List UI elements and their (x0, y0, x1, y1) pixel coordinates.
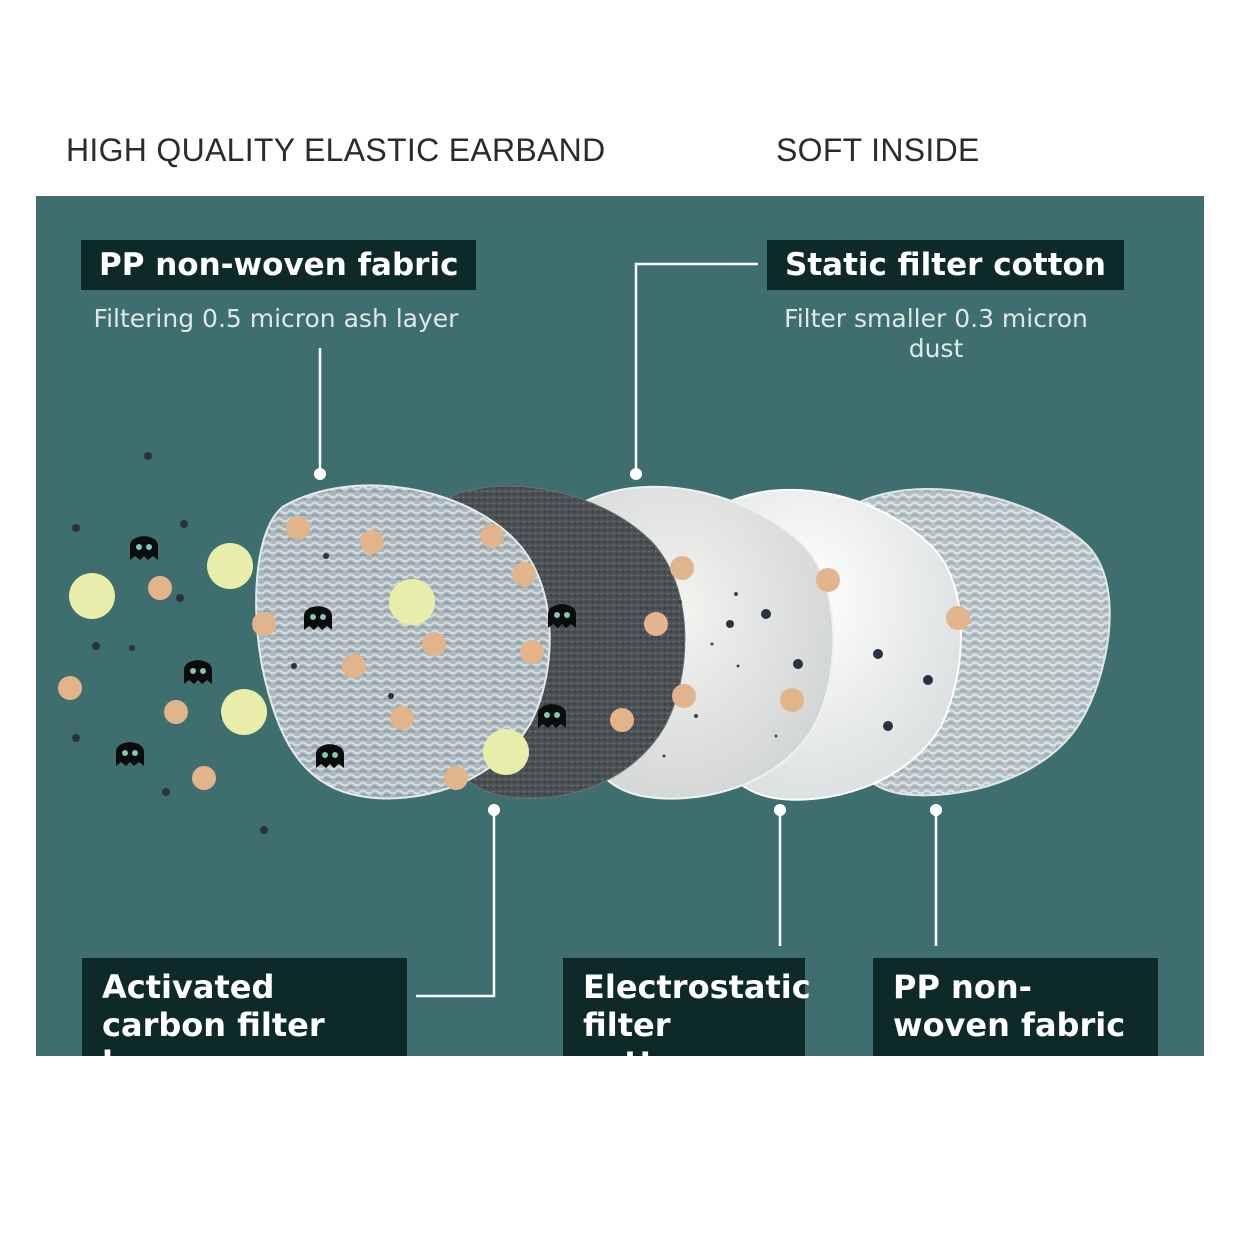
label-static-filter-cotton: Static filter cotton (767, 240, 1124, 290)
germ-icons (116, 536, 576, 768)
layer-pp-outer (255, 484, 551, 800)
layers-illustration (58, 262, 1111, 998)
filter-layers-diagram: PP non-woven fabric Filtering 0.5 micron… (36, 196, 1204, 1056)
desc-static-filter-cotton: Filter smaller 0.3 micron dust (784, 304, 1088, 363)
medium-particles (58, 516, 970, 790)
germ-icon (184, 660, 212, 684)
germ-icon (130, 536, 158, 560)
label-activated-carbon: Activated carbon filter layer (82, 958, 407, 1056)
connector-dots (314, 468, 942, 816)
germ-icon (538, 704, 566, 728)
label-pp-non-woven-outer: PP non-woven fabric (81, 240, 477, 290)
label-electrostatic-filter-cotton: Electrostatic filter cotton (563, 958, 811, 1056)
small-particles (72, 452, 933, 834)
germ-icon (116, 742, 144, 766)
caption-earband: HIGH QUALITY ELASTIC EARBAND (66, 132, 606, 168)
germ-icon (304, 606, 332, 630)
desc-pp-non-woven-outer: Filtering 0.5 micron ash layer (93, 304, 459, 333)
label-pp-non-woven-inner: PP non-woven fabric (873, 958, 1158, 1056)
germ-icon (316, 744, 344, 768)
caption-soft-inside: SOFT INSIDE (776, 132, 980, 168)
connector-lines (318, 262, 938, 998)
large-particles (69, 543, 529, 775)
germ-icon (548, 604, 576, 628)
